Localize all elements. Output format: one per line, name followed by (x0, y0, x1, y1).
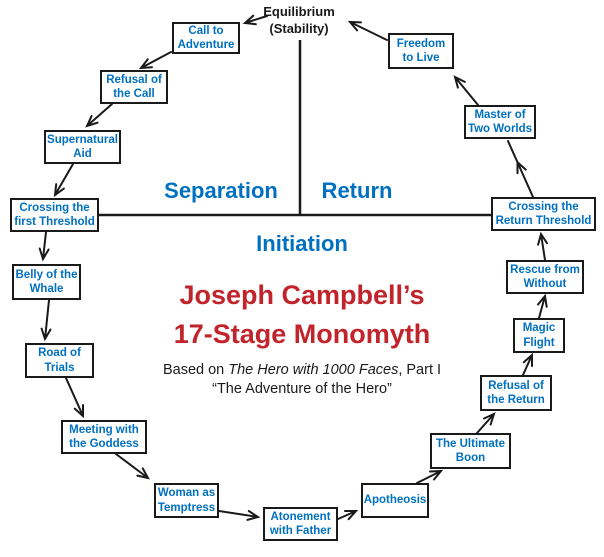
arrow (537, 231, 548, 261)
stage-magic-flight: Magic Flight (513, 318, 565, 353)
cycle-arrows (38, 14, 548, 521)
subtitle-suffix: , Part I (398, 362, 442, 378)
arrow (65, 377, 84, 419)
stage-crossing-the-first-threshold: Crossing the first Threshold (10, 198, 99, 232)
arrow (347, 20, 388, 41)
arrow (522, 352, 533, 376)
diagram-title: Joseph Campbell’s 17-Stage Monomyth (122, 276, 482, 354)
title-line1: Joseph Campbell’s (179, 280, 425, 310)
stage-crossing-the-return-threshold: Crossing the Return Threshold (491, 197, 596, 231)
arrow (138, 51, 172, 70)
stage-apotheosis: Apotheosis (361, 483, 429, 518)
stage-supernatural-aid: Supernatural Aid (44, 130, 121, 164)
stage-master-of-two-worlds: Master of Two Worlds (464, 105, 536, 139)
subtitle-line1: Based on The Hero with 1000 Faces, Part … (122, 361, 482, 380)
equilibrium-label: Equilibrium (Stability) (249, 3, 349, 37)
arrow (218, 510, 261, 521)
phase-label-return: Return (321, 178, 393, 203)
arrow (242, 14, 268, 26)
stage-belly-of-the-whale: Belly of the Whale (12, 264, 81, 300)
stage-refusal-of-the-call: Refusal of the Call (100, 70, 168, 104)
phase-label-initiation: Initiation (256, 231, 348, 256)
stage-call-to-adventure: Call to Adventure (172, 22, 240, 54)
stage-freedom-to-live: Freedom to Live (388, 33, 454, 69)
arrow (416, 469, 444, 484)
stage-road-of-trials: Road of Trials (25, 343, 94, 378)
phase-label-separation: Separation (164, 178, 278, 203)
arrow (507, 140, 534, 198)
subtitle-prefix: Based on (162, 362, 229, 378)
title-line2: 17-Stage Monomyth (173, 319, 431, 349)
subtitle: Based on The Hero with 1000 Faces, Part … (122, 361, 482, 399)
arrow (85, 103, 113, 128)
stage-the-ultimate-boon: The Ultimate Boon (430, 433, 511, 469)
arrow (40, 299, 52, 342)
arrow (476, 412, 496, 434)
arrow (537, 293, 548, 319)
arrow (453, 75, 479, 106)
stage-meeting-with-the-goddess: Meeting with the Goddess (61, 420, 147, 454)
arrow (38, 231, 50, 262)
equilibrium-line2: (Stability) (269, 21, 329, 36)
stage-rescue-from-without: Rescue from Without (506, 260, 584, 294)
subtitle-book-title: The Hero with 1000 Faces (228, 362, 399, 378)
arrow (115, 453, 150, 480)
arrow (53, 163, 74, 198)
stage-atonement-with-father: Atonement with Father (263, 507, 338, 541)
subtitle-line2: “The Adventure of the Hero” (212, 381, 392, 397)
stage-refusal-of-the-return: Refusal of the Return (480, 375, 552, 411)
arrow (337, 510, 359, 521)
equilibrium-line1: Equilibrium (263, 4, 335, 19)
stage-woman-as-temptress: Woman as Temptress (154, 483, 219, 518)
